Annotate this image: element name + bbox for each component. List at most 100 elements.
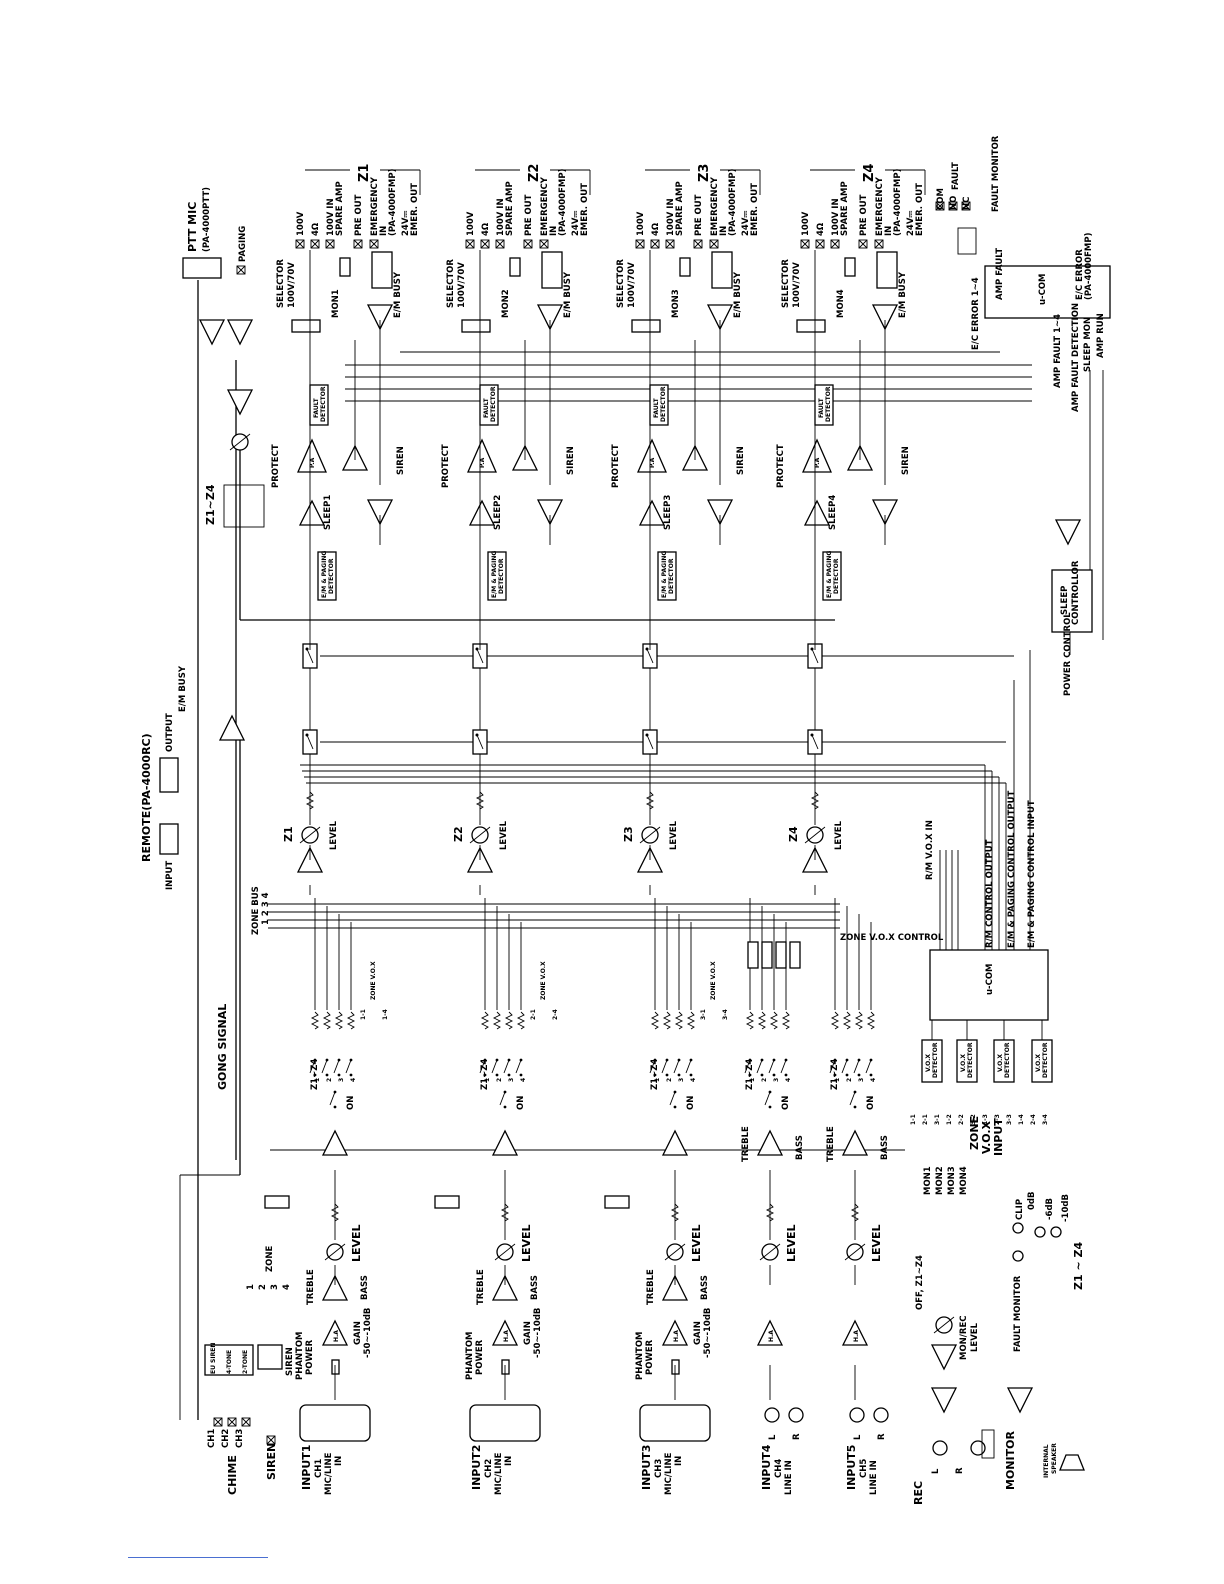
- input-5-zone-switch-3: [853, 1058, 861, 1077]
- zone-3-emergency-label: EMERGENCY: [710, 176, 720, 236]
- zone-1-pre_out-label: PRE OUT: [354, 194, 364, 236]
- output-terminal: [369, 239, 379, 249]
- z1z4-relay-group: [223, 484, 265, 528]
- input-5-treble-label: TREBLE: [826, 1126, 836, 1162]
- paging-terminal: [236, 265, 246, 275]
- vox-tag-2-1: 2-1: [922, 1114, 929, 1125]
- rec-r-label: R: [955, 1467, 965, 1474]
- zone-4-siren-label: SIREN: [901, 446, 911, 475]
- zone-4-protect-label: PROTECT: [776, 444, 786, 488]
- zone-2-emp-det-label-1: E/M & PAGING: [491, 551, 498, 598]
- zone-1-title: Z1: [357, 164, 372, 182]
- output-terminal: [353, 239, 363, 249]
- vox-tag-1-4: 1-4: [1018, 1114, 1025, 1125]
- zone-4-level-knob: [804, 826, 826, 844]
- input-4-l-label: L: [768, 1434, 778, 1440]
- ec-error-model-label: E/C ERROR: [1075, 249, 1085, 300]
- ptt-mic-connector: [182, 257, 222, 279]
- zone-1-level-label: LEVEL: [329, 820, 339, 850]
- zone-1-sleep-label: SLEEP1: [323, 495, 333, 530]
- vox-detector-label-2-2: DETECTOR: [967, 1042, 974, 1078]
- zone-4-fault-det-label-1: FAULT: [818, 397, 825, 418]
- zone-3-level-label: LEVEL: [669, 820, 679, 850]
- zone-1-v100-label: 100V: [296, 211, 306, 236]
- chime-ch3: CH3: [235, 1429, 245, 1448]
- db6-led: [1034, 1226, 1046, 1238]
- input-4-zone-switch-2: [756, 1058, 764, 1077]
- zone-2-sleep-label: SLEEP2: [493, 495, 503, 530]
- input-2-zone-switch-num-2: 2: [496, 1078, 503, 1082]
- zone-3-fault-det-label-2: DETECTOR: [660, 386, 667, 422]
- input-1-on-label: ON: [346, 1096, 356, 1110]
- zone-3-pa-label: P.A: [649, 457, 656, 468]
- vox-input-label: INPUT: [992, 1118, 1005, 1156]
- input-5-jack-r: [873, 1407, 889, 1423]
- input-3-gain-range-label: -50~-10dB: [703, 1308, 713, 1358]
- zone-3-transformer: [631, 319, 661, 333]
- zone-2-fault-det-label-2: DETECTOR: [490, 386, 497, 422]
- clip-led: [1012, 1222, 1024, 1234]
- zone-1-emergency-relay: [371, 251, 393, 289]
- chime-ch3-terminal: [241, 1417, 251, 1427]
- input-3-phantom-label: PHANTOM: [635, 1331, 645, 1380]
- zone-3-protect-label: PROTECT: [611, 444, 621, 488]
- input-2-bass-label: BASS: [530, 1275, 540, 1300]
- zone-2-em-paging-detector: [487, 551, 507, 601]
- zone-1-spare_amp-label: SPARE AMP: [335, 181, 345, 236]
- vox-tag-2-3: 2-3: [994, 1114, 1001, 1125]
- input-1-xlr-combo-jack: [299, 1404, 371, 1442]
- db10-led: [1050, 1226, 1062, 1238]
- remote-input-connector: [159, 823, 179, 855]
- sleep-amp: [1055, 519, 1081, 545]
- amp-fault-14-label: AMP FAULT 1~4: [1053, 314, 1063, 388]
- zone-2-title: Z2: [527, 164, 542, 182]
- monitor-jack: [981, 1429, 995, 1459]
- tone2-label: 2-TONE: [242, 1350, 249, 1374]
- input-3-zone-resistor-3: [675, 1011, 683, 1030]
- input-1-phantom-resistor: [331, 1359, 340, 1375]
- input-1-ha-label: H.A: [333, 1330, 340, 1342]
- input-2-zone-resistor-4: [517, 1011, 525, 1030]
- vox-tag-1-2: 1-2: [946, 1114, 953, 1125]
- input-5-name: INPUT5: [845, 1445, 858, 1490]
- input-4-type: LINE IN: [784, 1460, 794, 1495]
- zone-bus-numbers: 1 2 3 4: [261, 892, 271, 925]
- mon4-label: MON4: [959, 1166, 969, 1195]
- siren-block-label: SIREN: [285, 1347, 295, 1376]
- input-4-level-label: LEVEL: [785, 1224, 798, 1262]
- remote-output-label: OUTPUT: [165, 713, 175, 752]
- zone-1-level-zone-label: Z1: [282, 826, 295, 842]
- zone-3-power-amp: [637, 438, 667, 473]
- vox-tag-3-2: 3-2: [970, 1114, 977, 1125]
- zone-4-level-zone-label: Z4: [787, 826, 800, 842]
- input-2-gain-range-label: -50~-10dB: [533, 1308, 543, 1358]
- input-1-in: IN: [334, 1456, 344, 1466]
- input-2-zone-switch-num-1: 1: [484, 1078, 491, 1082]
- input-4-zone-resistor-2: [758, 1011, 766, 1030]
- input-2-on-label: ON: [516, 1096, 526, 1110]
- input-3-zone-switch-num-3: 3: [678, 1078, 685, 1082]
- output-terminal: [310, 239, 320, 249]
- zone-3-ohm4-label: 4Ω: [651, 223, 661, 236]
- output-terminal: [874, 239, 884, 249]
- input-1-gain-range-label: -50~-10dB: [363, 1308, 373, 1358]
- rec-amp: [931, 1387, 957, 1413]
- vox-tag-3-3: 3-3: [1006, 1114, 1013, 1125]
- input-4-on-label: ON: [781, 1096, 791, 1110]
- input-2-zone-resistor-3: [505, 1011, 513, 1030]
- vox-tag-1-3: 1-3: [982, 1114, 989, 1125]
- rm-vox-in-label: R/M V.O.X IN: [925, 820, 935, 880]
- zone-1-sleep-amp: [299, 500, 325, 526]
- zone-2-level-label: LEVEL: [499, 820, 509, 850]
- control-section: u-COM AMP FAULT E/C ERROR (PA-4000FMP) E…: [925, 135, 1111, 1021]
- zone-4-spare_amp-label: SPARE AMP: [840, 181, 850, 236]
- zone-3-v100-label: 100V: [636, 211, 646, 236]
- input-5-zone-resistor-2: [843, 1011, 851, 1030]
- zone-4-v24-label: 24V⎓: [906, 210, 916, 236]
- vox-detector-label-1-1: V.O.X: [925, 1054, 932, 1072]
- vox-control-relay-4: [789, 941, 801, 969]
- input-2-power-label: POWER: [475, 1339, 485, 1375]
- input-3-zone-resistor-4: [687, 1011, 695, 1030]
